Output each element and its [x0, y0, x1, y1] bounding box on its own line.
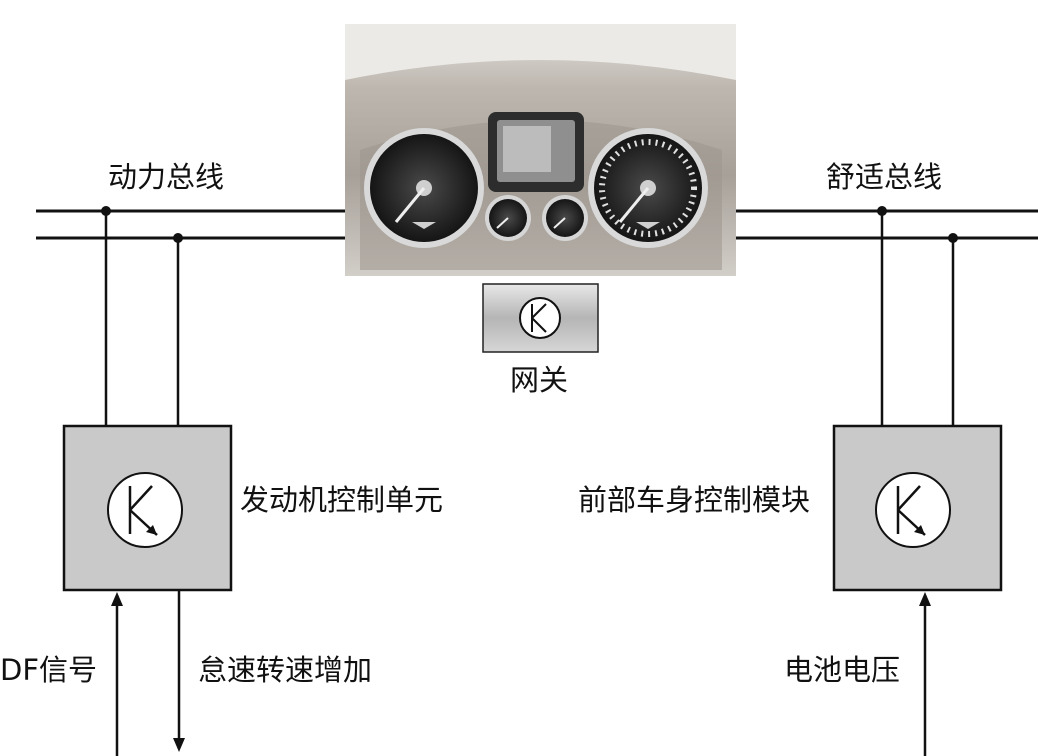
front-body-control-module-box: [834, 426, 1001, 590]
engine-control-unit-box: [64, 426, 231, 590]
instrument-cluster-image: [345, 24, 736, 276]
gateway-box: [483, 284, 598, 352]
comfort-bus: [736, 206, 1038, 426]
front-body-control-module-label: 前部车身控制模块: [578, 483, 810, 517]
tachometer-gauge: [364, 128, 484, 248]
small-gauge-left: [485, 195, 531, 241]
powertrain-bus: [36, 206, 345, 426]
idle-speed-increase-arrow: [173, 590, 185, 752]
comfort-bus-label: 舒适总线: [826, 160, 942, 194]
k-circle-icon: [520, 298, 560, 338]
battery-voltage-arrow: [919, 592, 931, 756]
df-signal-arrow: [111, 592, 123, 756]
k-arrow-circle-icon: [108, 473, 182, 547]
powertrain-bus-label: 动力总线: [108, 160, 224, 194]
gateway-label: 网关: [510, 363, 568, 397]
idle-speed-increase-label: 怠速转速增加: [198, 653, 372, 687]
engine-control-unit-label: 发动机控制单元: [240, 483, 443, 517]
speedometer-gauge: [588, 128, 708, 248]
battery-voltage-label: 电池电压: [784, 653, 900, 687]
k-arrow-circle-icon: [876, 473, 950, 547]
small-gauge-right: [542, 195, 588, 241]
df-signal-label: DF信号: [0, 653, 97, 687]
